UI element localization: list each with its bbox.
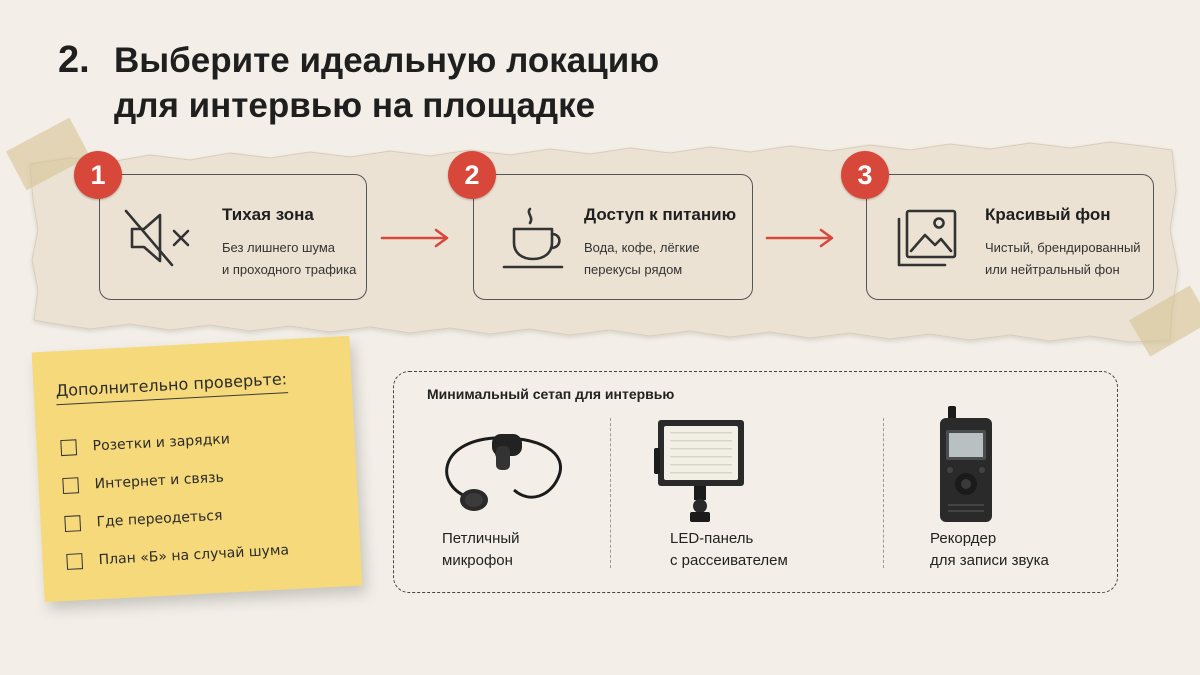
- step-title: Тихая зона: [222, 205, 314, 224]
- equipment-label: Рекордер для записи звука: [930, 530, 1049, 569]
- step-card-background: 3 Красивый фон Чистый, брендированный ил…: [841, 151, 1154, 300]
- coffee-cup-icon: [496, 205, 568, 271]
- checkbox[interactable]: [64, 515, 82, 532]
- sticky-note-checklist: Дополнительно проверьте: Розетки и заряд…: [31, 335, 363, 603]
- step-card-quiet-zone: 1 Тихая зона Без лишнего шума и проходно…: [74, 151, 367, 300]
- checkbox[interactable]: [66, 553, 84, 570]
- checklist-title: Дополнительно проверьте:: [55, 369, 288, 406]
- equipment-led-panel: LED-панель с рассеивателем: [654, 412, 854, 587]
- title-line-1: Выберите идеальную локацию: [114, 41, 660, 80]
- led-panel-icon: [654, 420, 744, 522]
- step-badge-3: 3: [841, 151, 889, 199]
- page-title: 2. Выберите идеальную локацию для интервь…: [58, 38, 659, 128]
- checklist-item-label: Интернет и связь: [94, 469, 225, 493]
- muted-speaker-icon: [122, 205, 194, 271]
- setup-divider: [610, 418, 611, 568]
- equipment-lavalier-mic: Петличный микрофон: [434, 412, 634, 587]
- arrow-right-icon: [765, 226, 837, 250]
- equipment-label: Петличный микрофон: [442, 530, 520, 569]
- setup-title: Минимальный сетап для интервью: [427, 386, 675, 402]
- step-description: Без лишнего шума и проходного трафика: [222, 240, 357, 277]
- equipment-recorder: Рекордер для записи звука: [914, 406, 1114, 587]
- title-line-2: для интервью на площадке: [114, 86, 596, 125]
- checklist-item-label: План «Б» на случай шума: [98, 542, 290, 569]
- checklist-item-label: Где переодеться: [96, 507, 223, 531]
- checklist-item-label: Розетки и зарядки: [92, 431, 231, 455]
- arrow-right-icon: [380, 226, 452, 250]
- lavalier-microphone-icon: [445, 434, 562, 511]
- step-badge-2: 2: [448, 151, 496, 199]
- image-gallery-icon: [889, 205, 961, 271]
- equipment-label: LED-панель с рассеивателем: [670, 530, 788, 569]
- step-title: Красивый фон: [985, 205, 1111, 224]
- checklist: Розетки и зарядки Интернет и связь Где п…: [60, 417, 290, 580]
- step-description: Вода, кофе, лёгкие перекусы рядом: [584, 240, 700, 277]
- step-description: Чистый, брендированный или нейтральный ф…: [985, 240, 1141, 277]
- step-card-food-access: 2 Доступ к питанию Вода, кофе, лёгкие пе…: [448, 151, 753, 300]
- section-number: 2.: [58, 39, 90, 81]
- setup-divider: [883, 418, 884, 568]
- setup-panel: Минимальный сетап для интервью Петличный…: [393, 371, 1118, 593]
- checkbox[interactable]: [62, 477, 80, 495]
- checkbox[interactable]: [60, 439, 78, 457]
- step-title: Доступ к питанию: [584, 205, 737, 224]
- audio-recorder-icon: [940, 406, 992, 522]
- step-badge-1: 1: [74, 151, 122, 199]
